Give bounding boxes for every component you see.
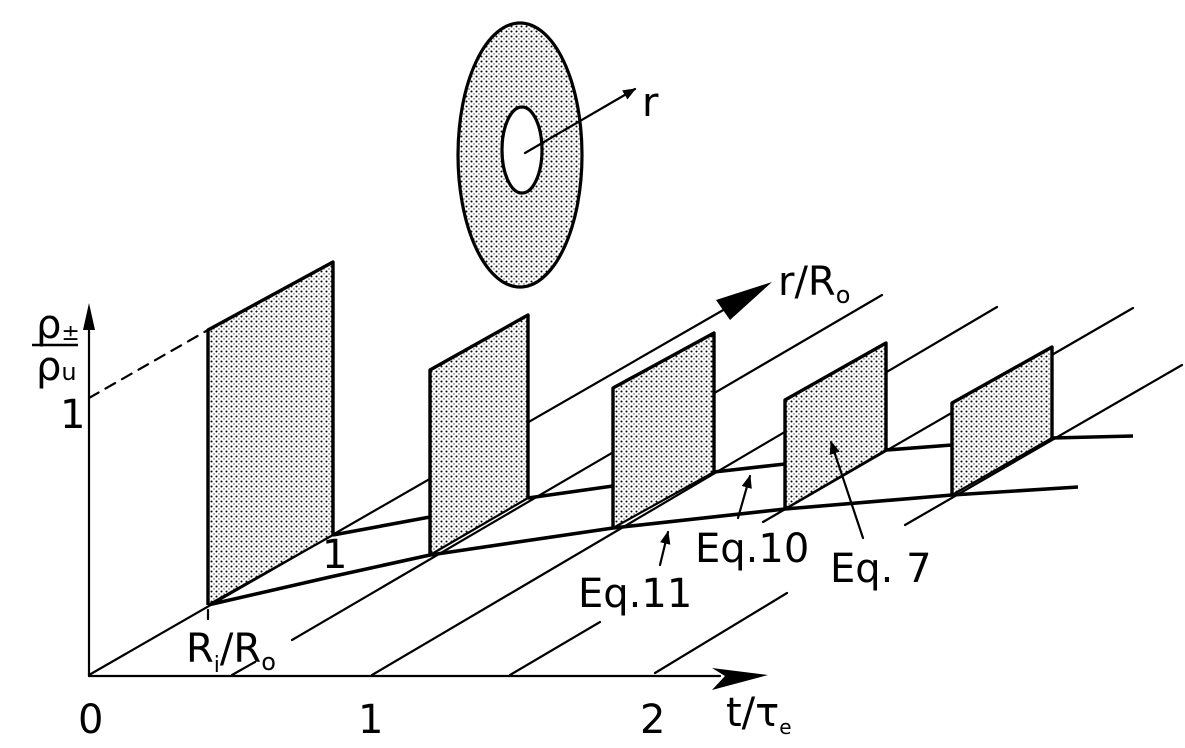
eq7-arrow bbox=[829, 440, 865, 540]
eq10-curve bbox=[527, 484, 614, 500]
density-panel-5 bbox=[950, 345, 1054, 496]
y-axis-arrowhead bbox=[83, 303, 95, 330]
grid-line bbox=[508, 620, 602, 677]
eq10-curve bbox=[1051, 434, 1134, 440]
grid-line bbox=[230, 660, 257, 677]
x-tick-1: 1 bbox=[358, 697, 383, 743]
radius-arrow bbox=[523, 87, 637, 155]
r-axis-label: r/Ro bbox=[778, 259, 850, 309]
grid-line bbox=[290, 293, 884, 642]
grid-line bbox=[653, 591, 789, 675]
r-axis bbox=[87, 307, 727, 677]
annulus-icon bbox=[456, 21, 637, 289]
x-axis-label: t/τe bbox=[726, 690, 792, 739]
y-label-numerator: ρ± bbox=[36, 302, 80, 348]
y-tick-1: 1 bbox=[60, 392, 85, 438]
y-label-denominator: ρu bbox=[36, 344, 77, 390]
x-tick-0: 0 bbox=[78, 697, 103, 743]
r-axis-arrowhead bbox=[716, 282, 772, 320]
density-panel-4 bbox=[783, 341, 888, 510]
x-axis-arrowhead bbox=[712, 668, 768, 690]
density-panel-3 bbox=[611, 331, 716, 529]
unit-density-dashed-line bbox=[87, 328, 210, 400]
eq10-arrow bbox=[736, 474, 752, 520]
annulus-radius-label: r bbox=[642, 80, 659, 126]
eq11-label: Eq.11 bbox=[578, 571, 692, 617]
density-panel-2 bbox=[428, 313, 530, 556]
eq10-curve bbox=[885, 443, 953, 452]
eq10-label: Eq.10 bbox=[695, 526, 809, 572]
eq7-label: Eq. 7 bbox=[830, 546, 932, 592]
grid-line bbox=[370, 305, 999, 677]
eq10-curve bbox=[713, 462, 786, 474]
x-tick-2: 2 bbox=[640, 697, 665, 743]
inner-radius-label: Ri/Ro bbox=[186, 626, 276, 678]
grid-line bbox=[903, 363, 1184, 527]
eq11-arrow bbox=[658, 530, 671, 567]
r-tick-1: 1 bbox=[322, 532, 347, 578]
eq10-curve bbox=[332, 515, 431, 537]
density-panel-1 bbox=[206, 260, 335, 606]
